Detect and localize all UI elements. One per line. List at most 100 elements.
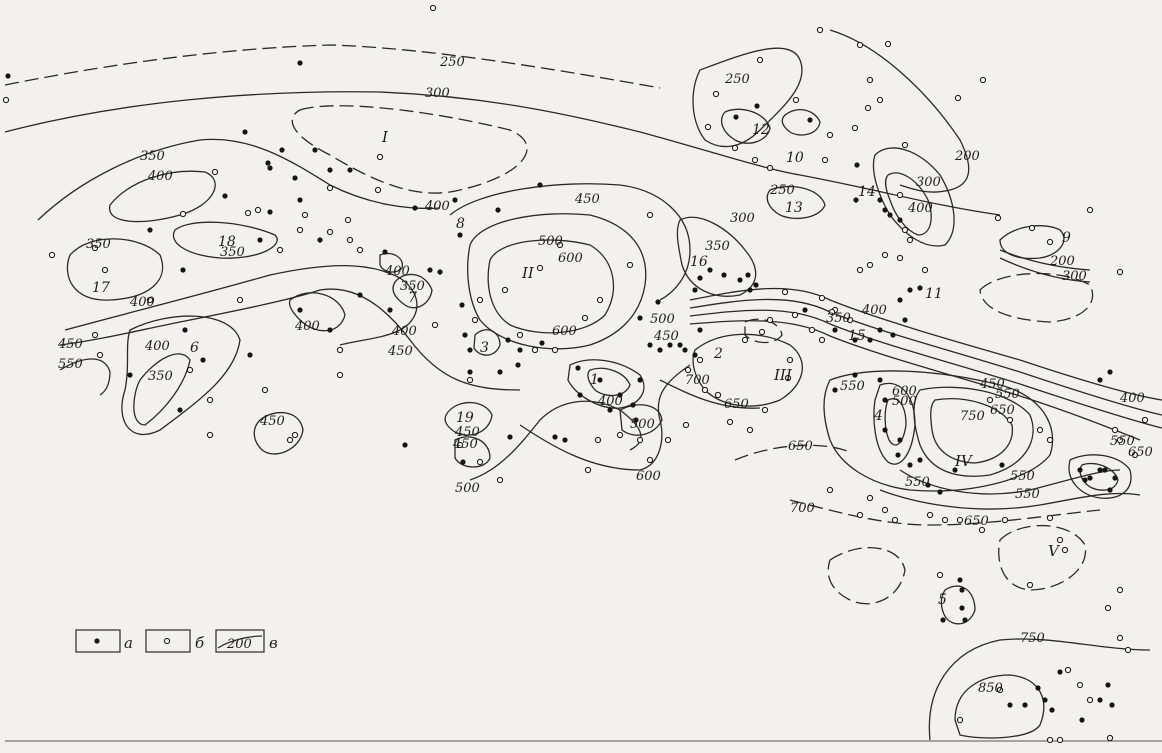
- label-400-center: 400: [861, 303, 887, 318]
- open-sample-point: [1106, 734, 1114, 742]
- open-sample-point: [826, 131, 834, 139]
- legend-label-a: а: [124, 634, 133, 652]
- open-sample-point: [101, 266, 109, 274]
- label-650-dashed: 650: [788, 439, 813, 454]
- contour-650-iii: [659, 379, 761, 409]
- open-sample-point: [476, 296, 484, 304]
- contour-450-center: [689, 320, 1141, 441]
- label-400-near-7: 400: [384, 264, 410, 279]
- open-sample-point: [286, 436, 294, 444]
- legend-box-b: [145, 629, 191, 653]
- open-sample-point: [901, 141, 909, 149]
- open-sample-point: [856, 266, 864, 274]
- contour-iv-650: [913, 386, 1034, 477]
- contour-12: [721, 108, 771, 144]
- open-sample-point: [701, 386, 709, 394]
- open-sample-point: [536, 264, 544, 272]
- filled-sample-point: [292, 175, 298, 181]
- contour-750-south: [928, 638, 1151, 741]
- open-sample-point: [96, 351, 104, 359]
- filled-sample-point: [832, 327, 838, 333]
- filled-sample-point: [852, 372, 858, 378]
- filled-sample-point: [127, 372, 133, 378]
- filled-sample-point: [917, 457, 923, 463]
- open-sample-point: [146, 296, 154, 304]
- contour-450-west: [59, 288, 521, 391]
- open-sample-point: [236, 296, 244, 304]
- filled-sample-point: [505, 337, 511, 343]
- label-450-ii: 450: [574, 192, 600, 207]
- contour-700-dashed: [789, 499, 1101, 526]
- open-sample-point: [1056, 536, 1064, 544]
- label-300-east: 300: [1062, 269, 1087, 284]
- open-sample-point: [254, 206, 262, 214]
- contour-19: [444, 401, 493, 436]
- filled-sample-point: [387, 307, 393, 313]
- legend-label-b: б: [195, 634, 205, 652]
- contour-13: [766, 185, 826, 219]
- area-label-iv: IV: [954, 452, 974, 470]
- open-sample-point: [712, 90, 720, 98]
- open-sample-point: [1131, 451, 1139, 459]
- legend-contour-sample: [217, 635, 263, 649]
- open-sample-point: [751, 156, 759, 164]
- contour-600-south: [519, 364, 691, 471]
- filled-sample-point: [940, 617, 946, 623]
- filled-sample-point: [677, 342, 683, 348]
- open-sample-point: [1076, 681, 1084, 689]
- filled-sample-point: [552, 434, 558, 440]
- open-sample-point: [856, 511, 864, 519]
- open-sample-point: [261, 386, 269, 394]
- legend-contour-value: 200: [226, 637, 252, 652]
- label-650-iv-lower: 650: [964, 514, 989, 529]
- open-sample-point: [551, 346, 559, 354]
- filled-sample-point: [852, 337, 858, 343]
- open-sample-point: [866, 494, 874, 502]
- filled-sample-point: [1007, 702, 1013, 708]
- contour-6: [121, 315, 241, 436]
- label-450-19: 450: [454, 425, 480, 440]
- filled-sample-point: [507, 434, 513, 440]
- open-sample-point: [1046, 436, 1054, 444]
- filled-sample-point: [959, 605, 965, 611]
- open-sample-point: [696, 356, 704, 364]
- filled-sample-point: [633, 417, 639, 423]
- open-sample-point: [891, 516, 899, 524]
- site-number-18: 18: [218, 234, 236, 250]
- filled-sample-point: [147, 227, 153, 233]
- contour-450-small: [253, 411, 304, 455]
- open-sample-point: [531, 346, 539, 354]
- filled-sample-point: [1077, 467, 1083, 473]
- label-600-ii-lower: 600: [552, 324, 577, 339]
- filled-sample-point: [1035, 685, 1041, 691]
- filled-sample-point: [882, 427, 888, 433]
- filled-sample-point: [497, 369, 503, 375]
- site-number-11: 11: [925, 286, 943, 302]
- open-sample-point: [646, 211, 654, 219]
- filled-sample-point: [412, 205, 418, 211]
- filled-sample-point: [630, 402, 636, 408]
- site-number-7: 7: [408, 290, 417, 306]
- label-500-ii: 500: [538, 234, 563, 249]
- open-sample-point: [866, 261, 874, 269]
- label-550-4: 550: [840, 379, 865, 394]
- filled-sample-point: [877, 377, 883, 383]
- label-200-ne: 200: [954, 149, 980, 164]
- open-sample-point: [1061, 546, 1069, 554]
- open-sample-point: [206, 396, 214, 404]
- contour-1: [567, 359, 645, 409]
- filled-sample-point: [382, 249, 388, 255]
- open-sample-point: [584, 466, 592, 474]
- contour-3: [473, 329, 501, 356]
- open-sample-point: [786, 356, 794, 364]
- filled-sample-point: [1105, 682, 1111, 688]
- contour-14-inner: [884, 172, 932, 236]
- open-sample-point: [496, 476, 504, 484]
- sample-points: [2, 4, 1149, 744]
- contour-17: [66, 238, 164, 301]
- filled-sample-point: [802, 307, 808, 313]
- filled-sample-point: [745, 272, 751, 278]
- legend-box-a: [75, 629, 121, 653]
- site-number-4: 4: [873, 408, 883, 424]
